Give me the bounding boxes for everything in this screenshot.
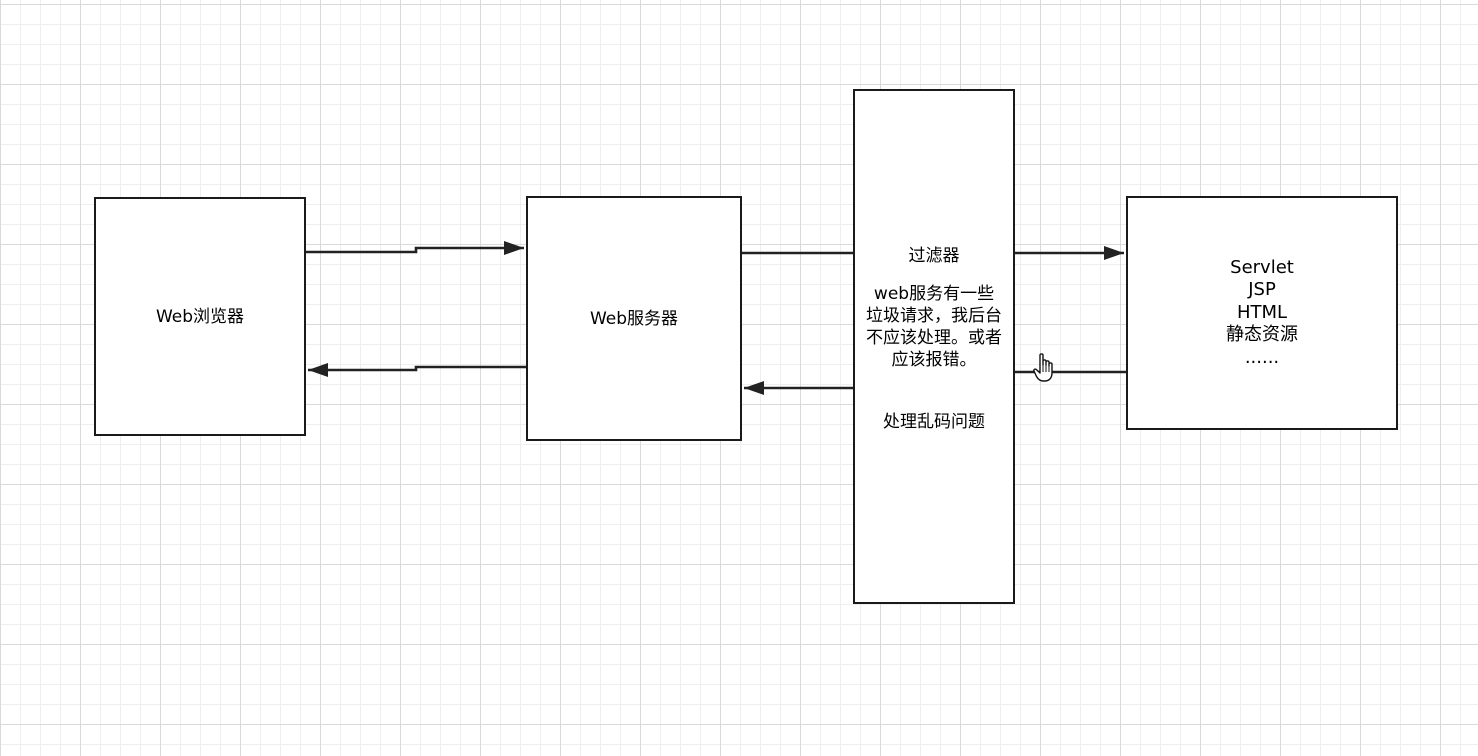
filter-issue: 处理乱码问题 — [883, 412, 985, 432]
filter-title: 过滤器 — [908, 246, 960, 266]
web-browser-label: Web浏览器 — [155, 306, 245, 327]
edge-browser-to-server[interactable] — [306, 241, 524, 255]
filter-note: web服务有一些垃圾请求，我后台不应该处理。或者应该报错。 — [866, 284, 1002, 370]
web-server-node[interactable]: Web服务器 — [526, 196, 742, 441]
servlet-resource-item: ...... — [1244, 346, 1280, 368]
hand-pointer-icon — [1033, 353, 1053, 382]
filter-content: 过滤器 web服务有一些垃圾请求，我后台不应该处理。或者应该报错。 处理乱码问题 — [855, 245, 1013, 433]
servlet-resource-list: Servlet JSP HTML 静态资源 ...... — [1226, 257, 1298, 370]
edge-server-to-browser[interactable] — [308, 363, 526, 377]
servlet-resource-item: HTML — [1236, 301, 1288, 323]
servlet-resource-item: Servlet — [1230, 256, 1294, 278]
servlet-resource-item: JSP — [1248, 279, 1276, 301]
filter-node[interactable]: 过滤器 web服务有一些垃圾请求，我后台不应该处理。或者应该报错。 处理乱码问题 — [853, 89, 1015, 604]
web-server-label: Web服务器 — [589, 308, 679, 329]
servlet-resources-node[interactable]: Servlet JSP HTML 静态资源 ...... — [1126, 196, 1398, 430]
servlet-resource-item: 静态资源 — [1226, 324, 1298, 346]
web-browser-node[interactable]: Web浏览器 — [94, 197, 306, 436]
